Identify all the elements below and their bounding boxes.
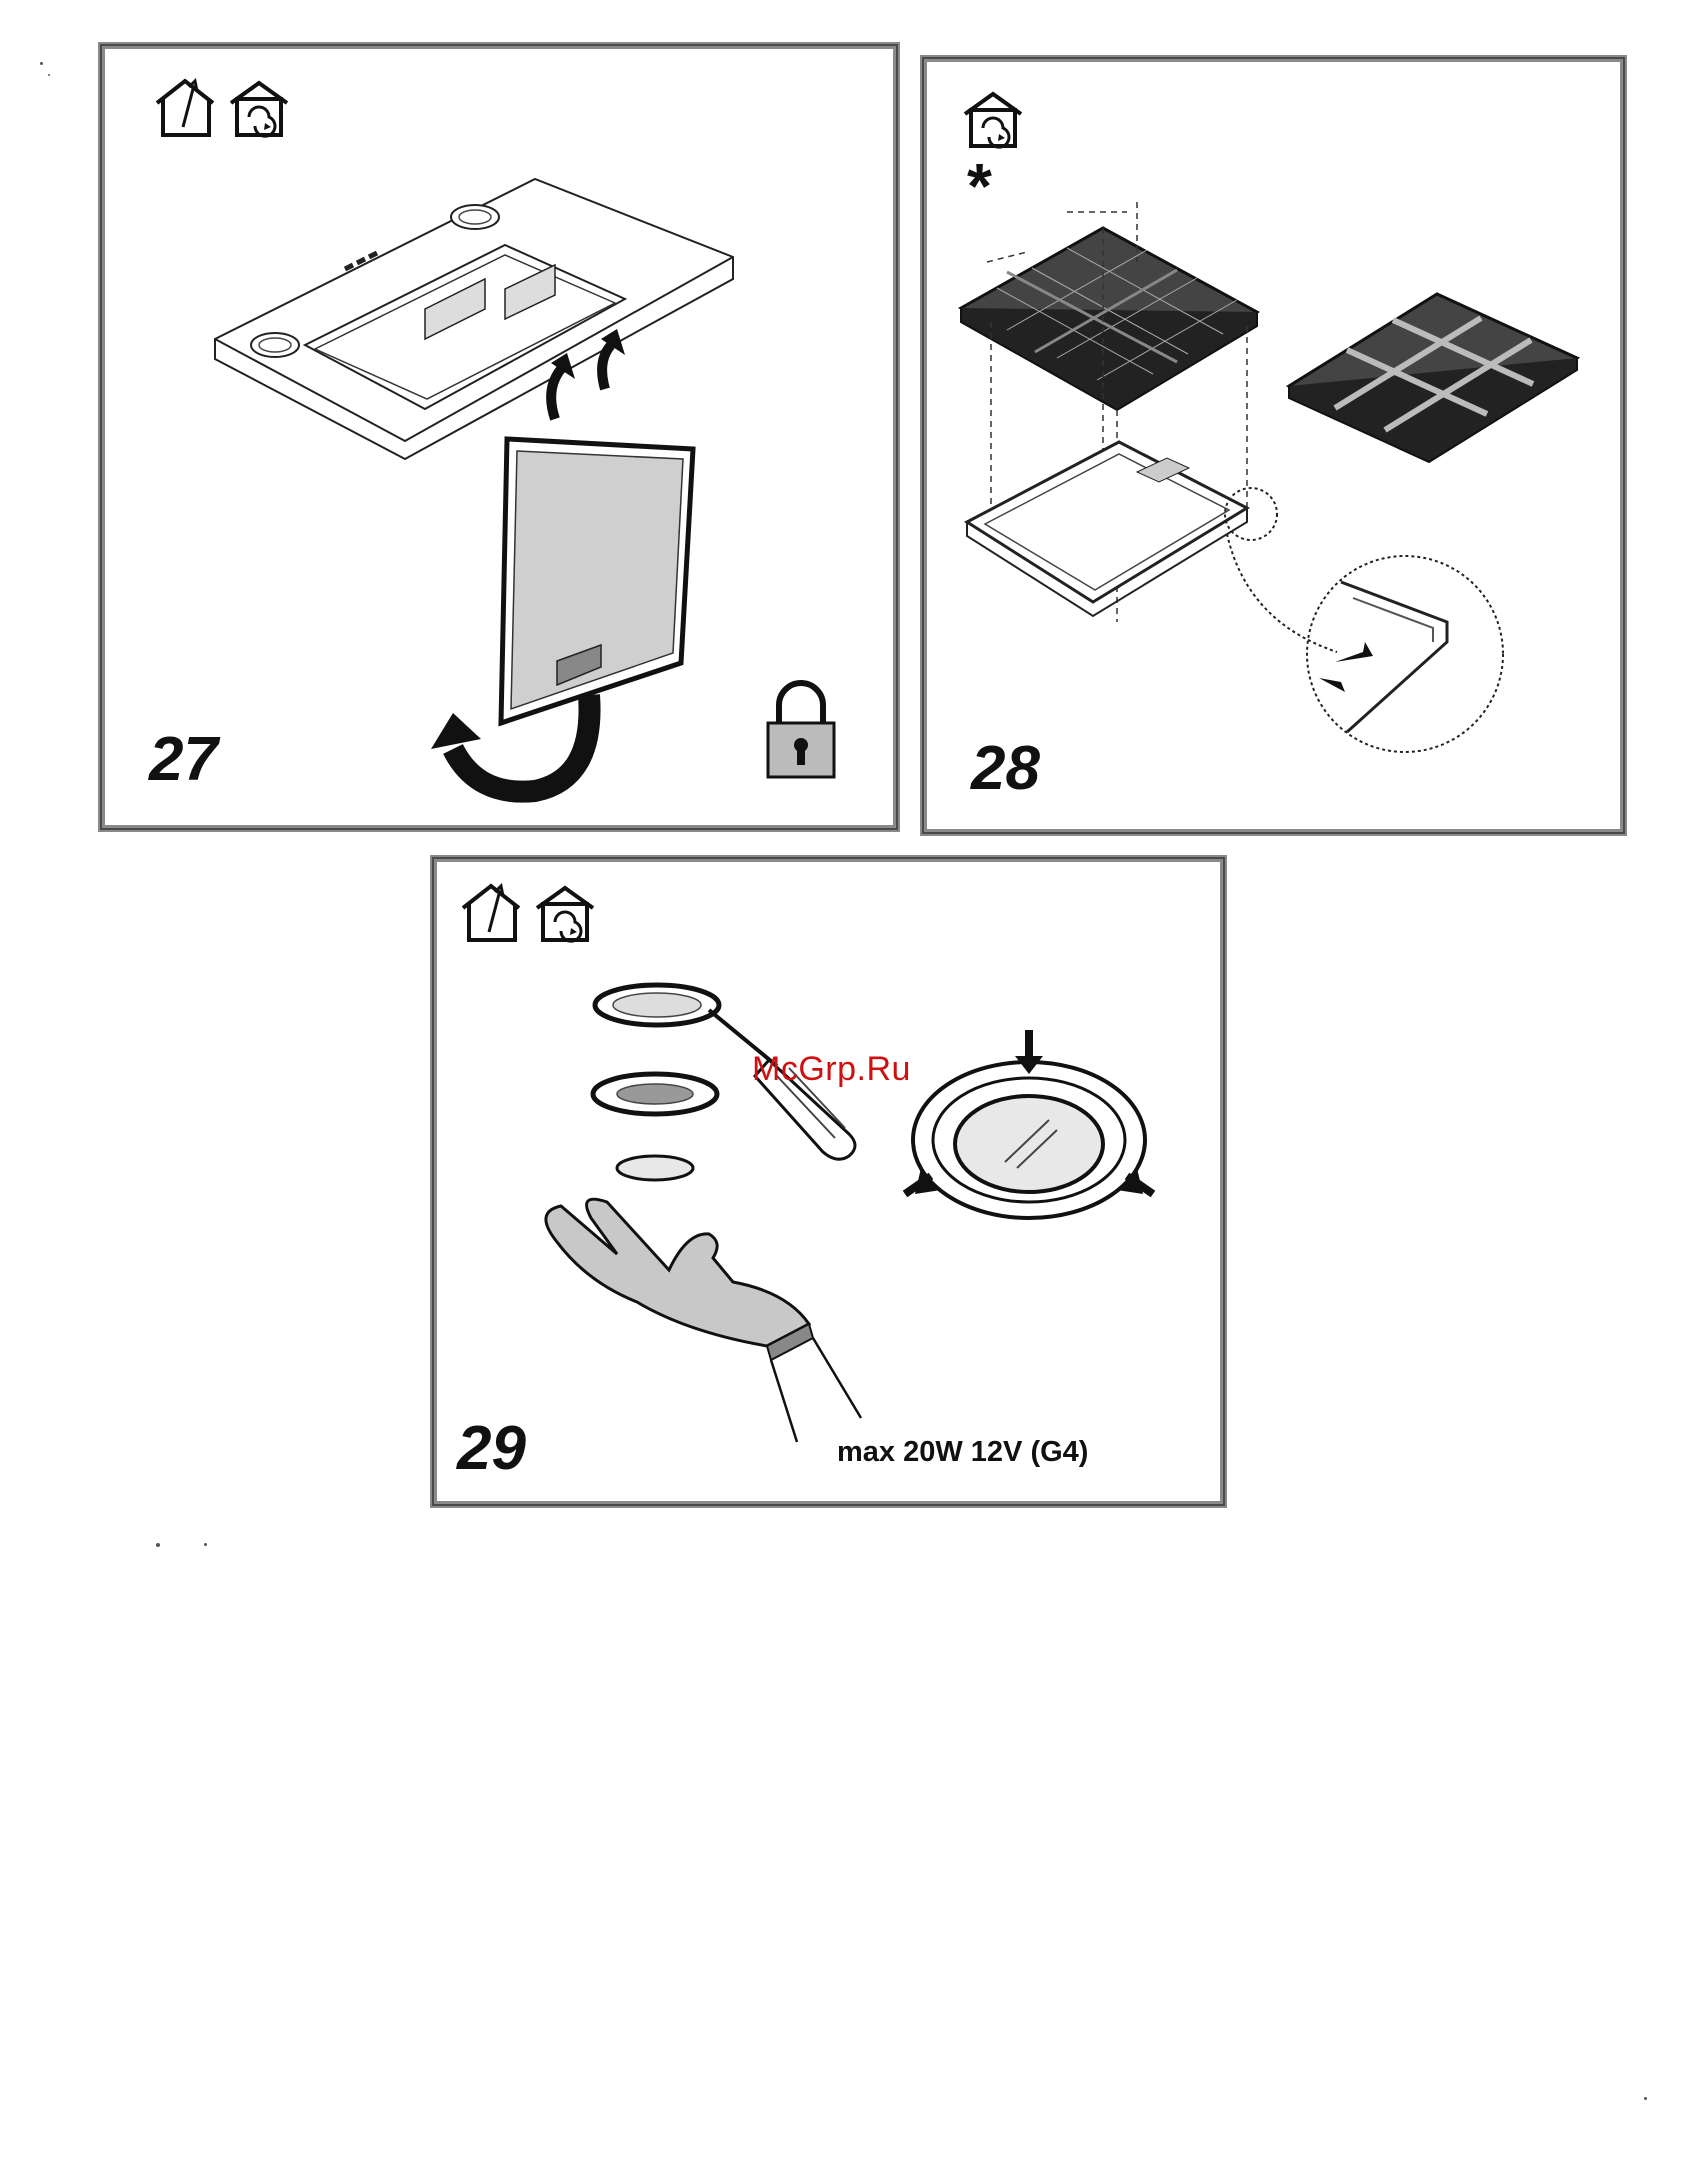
scan-speck <box>40 62 43 65</box>
scan-speck <box>204 1543 207 1546</box>
scan-speck <box>1644 2097 1647 2100</box>
lamp-replacement-illustration <box>437 862 1234 1515</box>
lamp-spec-label: max 20W 12V (G4) <box>837 1436 1088 1469</box>
scan-speck <box>156 1543 160 1547</box>
figure-27-panel: 27 <box>98 42 900 832</box>
padlock-icon <box>763 679 839 781</box>
figure-29-panel: 29 max 20W 12V (G4) <box>430 855 1227 1508</box>
figure-number: 27 <box>149 729 218 791</box>
figure-28-panel: * 28 <box>920 55 1627 836</box>
watermark-text: McGrp.Ru <box>752 1050 911 1089</box>
scan-speck <box>48 74 50 76</box>
charcoal-filter-illustration <box>927 62 1634 843</box>
figure-number: 29 <box>457 1418 526 1480</box>
figure-number: 28 <box>971 738 1040 800</box>
